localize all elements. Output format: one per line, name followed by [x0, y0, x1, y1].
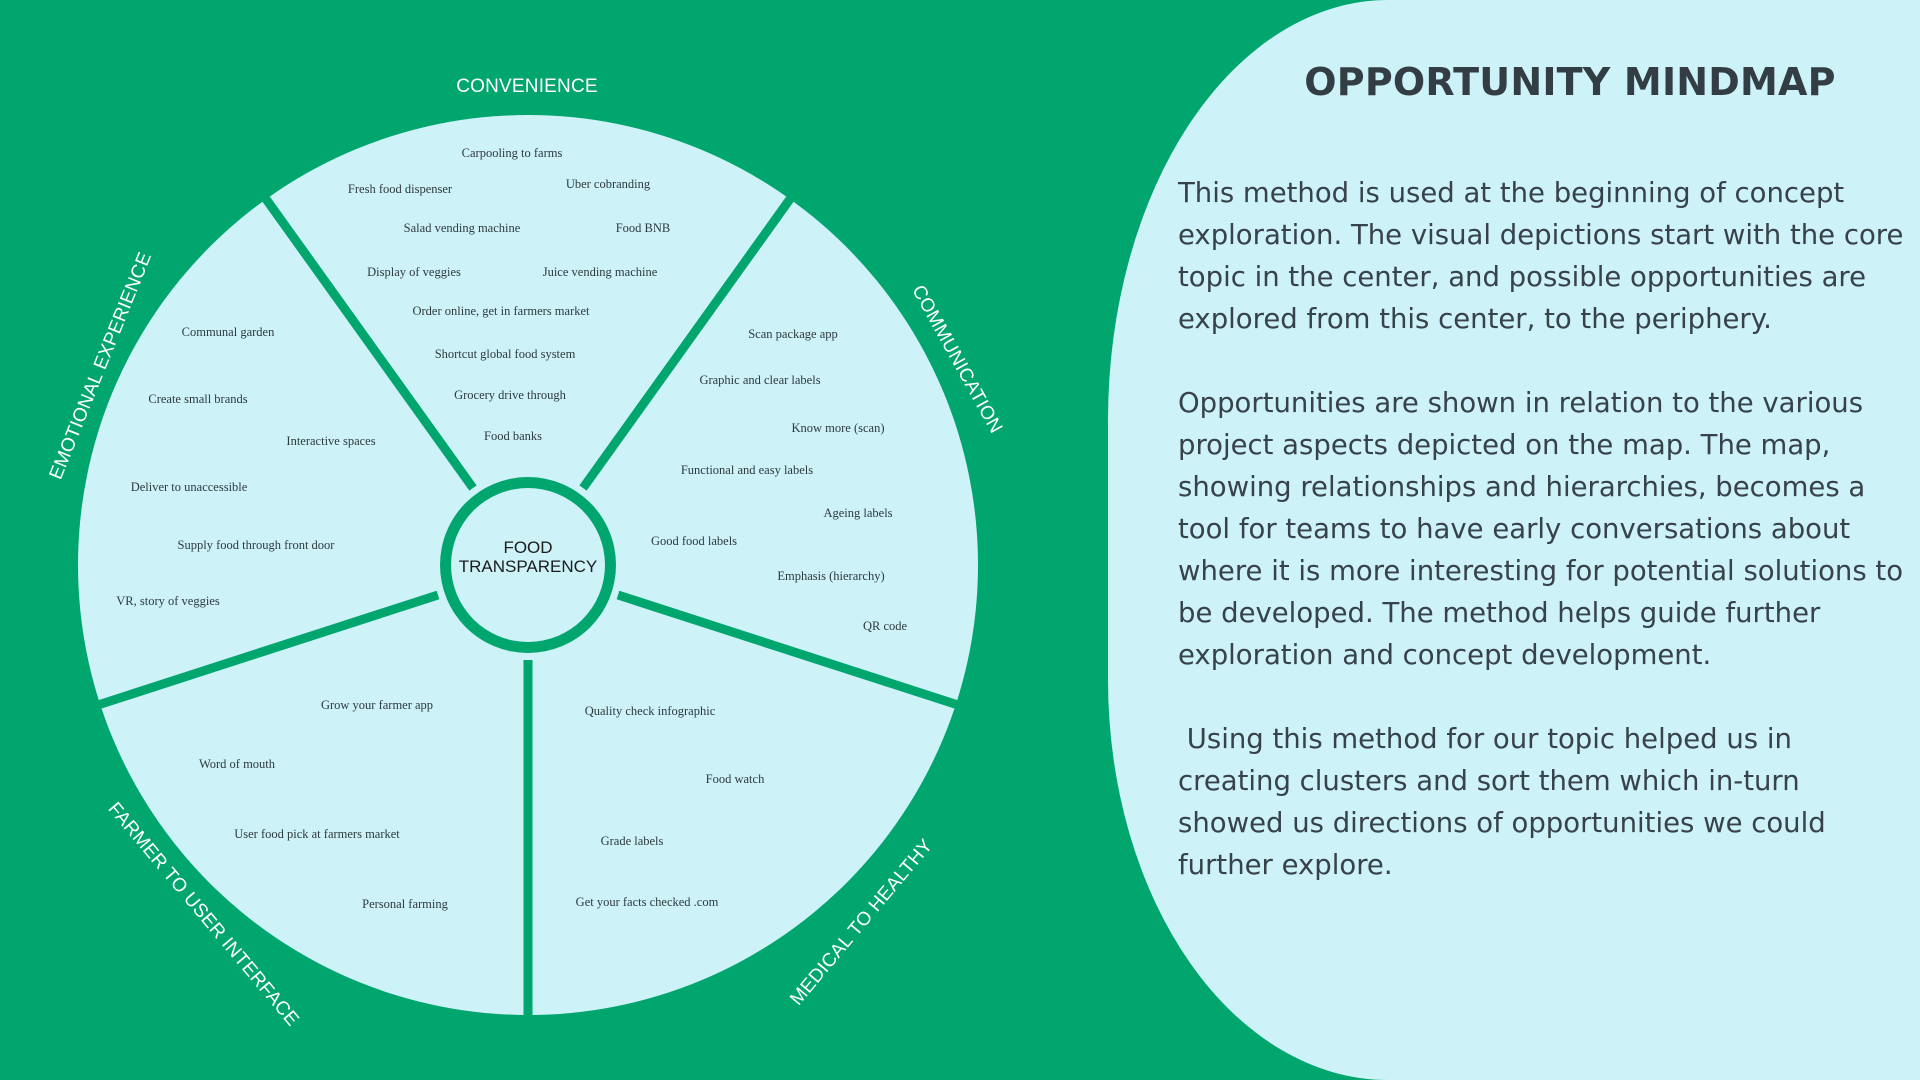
mindmap-item: Communal garden — [182, 325, 275, 339]
description-panel — [1108, 0, 1920, 1080]
category-label-convenience: CONVENIENCE — [456, 76, 598, 97]
divider-convenience-communication — [579, 196, 794, 491]
mindmap-item: Ageing labels — [823, 506, 892, 520]
mindmap-item: Supply food through front door — [178, 538, 336, 552]
mindmap-item: Quality check infographic — [585, 704, 716, 718]
mindmap-item: Graphic and clear labels — [699, 373, 820, 387]
opportunity-mindmap-diagram: FOOD TRANSPARENCY CONVENIENCE COMMUNICAT… — [46, 76, 1007, 1030]
mindmap-item: QR code — [863, 619, 908, 633]
panel-title: OPPORTUNITY MINDMAP — [1304, 60, 1836, 104]
description-paragraph: Using this method for our topic helped u… — [1178, 723, 1835, 881]
mindmap-item: Food banks — [484, 429, 542, 443]
mindmap-item: Juice vending machine — [543, 265, 658, 279]
mindmap-item: VR, story of veggies — [116, 594, 220, 608]
mindmap-item: Grade labels — [601, 834, 664, 848]
mindmap-item: Uber cobranding — [566, 177, 651, 191]
mindmap-item: Personal farming — [362, 897, 448, 911]
mindmap-item: Emphasis (hierarchy) — [777, 569, 884, 583]
mindmap-item: Create small brands — [148, 392, 247, 406]
mindmap-item: Food BNB — [616, 221, 671, 235]
mindmap-item: Good food labels — [651, 534, 737, 548]
description-paragraph: Opportunities are shown in relation to t… — [1178, 387, 1912, 671]
description-paragraph: This method is used at the beginning of … — [1178, 177, 1913, 335]
mindmap-item: Grow your farmer app — [321, 698, 433, 712]
mindmap-item: Food watch — [706, 772, 765, 786]
divider-emotional-convenience — [262, 196, 477, 491]
mindmap-item: Word of mouth — [199, 757, 276, 771]
divider-communication-medical — [616, 590, 960, 710]
mindmap-item: Order online, get in farmers market — [412, 304, 590, 318]
mindmap-item: Deliver to unaccessible — [131, 480, 248, 494]
mindmap-item: Carpooling to farms — [462, 146, 563, 160]
center-label-line2: TRANSPARENCY — [459, 557, 598, 576]
mindmap-item: Interactive spaces — [286, 434, 375, 448]
mindmap-item: Display of veggies — [367, 265, 461, 279]
mindmap-item: Know more (scan) — [791, 421, 884, 435]
mindmap-item: User food pick at farmers market — [234, 827, 400, 841]
divider-farmer-emotional — [96, 590, 440, 710]
mindmap-item: Salad vending machine — [404, 221, 521, 235]
mindmap-item: Grocery drive through — [454, 388, 567, 402]
center-node-inner — [451, 488, 605, 642]
mindmap-item: Scan package app — [748, 327, 838, 341]
mindmap-item: Fresh food dispenser — [348, 182, 453, 196]
mindmap-item: Shortcut global food system — [435, 347, 576, 361]
center-label-line1: FOOD — [503, 538, 552, 557]
segment-dividers — [96, 196, 960, 1020]
mindmap-item: Get your facts checked .com — [576, 895, 719, 909]
mindmap-item: Functional and easy labels — [681, 463, 813, 477]
panel-description: This method is used at the beginning of … — [1178, 172, 1908, 928]
